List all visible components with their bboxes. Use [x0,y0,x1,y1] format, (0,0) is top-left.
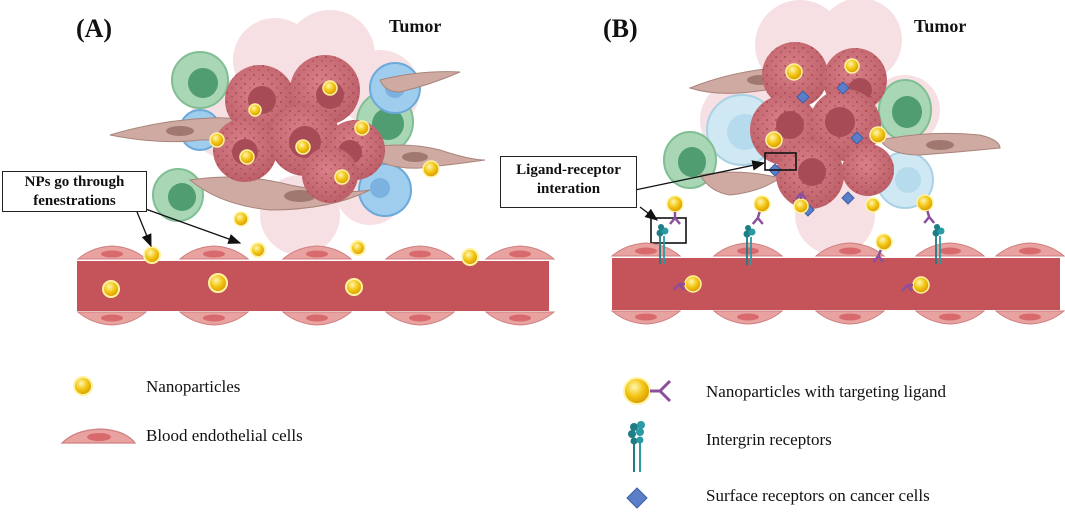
nanoparticle-with-ligand [673,275,702,293]
endothelial-row-top-a [76,245,556,260]
tumor-mass-b [750,42,894,209]
tumor-cell [809,89,881,161]
nanoparticle-with-ligand [666,195,684,225]
fibroblast-b3 [699,171,782,196]
callout-fenestrations: NPs go through fenestrations [2,171,147,212]
endothelial-cell [384,245,456,260]
blue-cell-a2 [358,163,412,217]
vessel-nanoparticles-a [102,240,479,298]
fibroblast-b2 [879,132,1001,156]
endothelial-cell [384,311,456,326]
panel-a-label: (A) [76,14,113,43]
surface-receptor [841,191,855,205]
legend-endothelial: Blood endothelial cells [146,426,303,445]
tumor-label-b: Tumor [914,16,967,36]
nanoparticle-with-ligand [916,194,936,224]
endothelial-cell [814,310,886,325]
tumor-nanoparticles-b [765,58,887,213]
surface-receptor [796,90,810,104]
endothelial-cell [914,242,986,257]
ligand-receptor-box-vessel [650,217,687,244]
panel-b [610,0,1065,325]
endothelial-cell [814,242,886,257]
endothelial-cell [178,245,250,260]
endothelial-cell [994,310,1065,325]
surface-receptor [836,81,850,95]
endothelial-cell-icon [60,428,137,444]
endothelial-cell [994,242,1065,257]
surface-receptors-b [768,81,864,217]
integrin-receptor [743,225,756,265]
endothelial-cell [281,311,353,326]
nanoparticle-with-ligand [872,233,893,263]
endothelial-row-bottom-b [610,310,1065,325]
callout-ligand-receptor: Ligand-receptor interation [500,156,637,208]
endothelial-row-bottom-a [76,311,556,326]
callout-arrow-a1 [134,206,152,248]
callout-fenestrations-line1: NPs go through [24,174,125,190]
nanoparticle-icon [73,376,93,396]
immune-cell-a2 [152,168,204,222]
tumor-nanoparticles-a [209,80,440,227]
endothelial-cell [178,311,250,326]
callout-arrow-a2 [139,206,242,244]
endothelial-cell [914,310,986,325]
integrin-receptor [932,224,945,264]
endothelial-cell [76,245,148,260]
callout-arrow-b2 [639,206,659,221]
legend-nanoparticles: Nanoparticles [146,377,241,396]
integrin-receptor [656,224,669,264]
fibroblast-a2 [358,144,486,169]
endothelial-cell [610,310,682,325]
panel-a [76,10,556,326]
nanoparticle-with-ligand [901,276,930,294]
immune-cell-b2 [878,79,932,141]
legend-np-ligand: Nanoparticles with targeting ligand [706,382,946,401]
fibroblast-a3 [379,71,461,93]
callout-ligand-receptor-line2: interation [536,181,601,197]
blood-vessel-a [77,261,549,311]
endothelial-row-top-b [610,242,1065,257]
endothelial-cell [484,245,556,260]
endothelial-cell [610,242,682,257]
endothelial-cell [712,310,784,325]
endothelial-cell [484,311,556,326]
integrin-receptor-icon [628,421,645,472]
tumor-label-a: Tumor [389,16,442,36]
endothelial-cell [281,245,353,260]
nanoparticle-with-ligand [751,195,771,225]
surface-receptor [850,131,864,145]
immune-cell-b1 [663,131,717,189]
nanoparticle-with-ligand [793,192,809,214]
callout-arrow-b1 [634,160,766,191]
callout-ligand-receptor-line1: Ligand-receptor [516,162,621,178]
tumor-cell [842,144,894,196]
endothelial-cell [76,311,148,326]
legend-integrin: Intergrin receptors [706,430,832,449]
panel-b-label: (B) [603,14,638,43]
legend-icons [60,376,672,509]
endothelial-cell [712,242,784,257]
immune-cell-a1 [171,51,229,109]
callout-fenestrations-line2: fenestrations [33,193,116,209]
legend-surface-receptors: Surface receptors on cancer cells [706,486,930,505]
tumor-cell [302,147,358,203]
vessel-receptors-b [656,192,945,294]
surface-receptor-icon [626,487,648,509]
nanoparticle-ligand-icon [623,377,672,405]
tumor-cell [776,141,844,209]
